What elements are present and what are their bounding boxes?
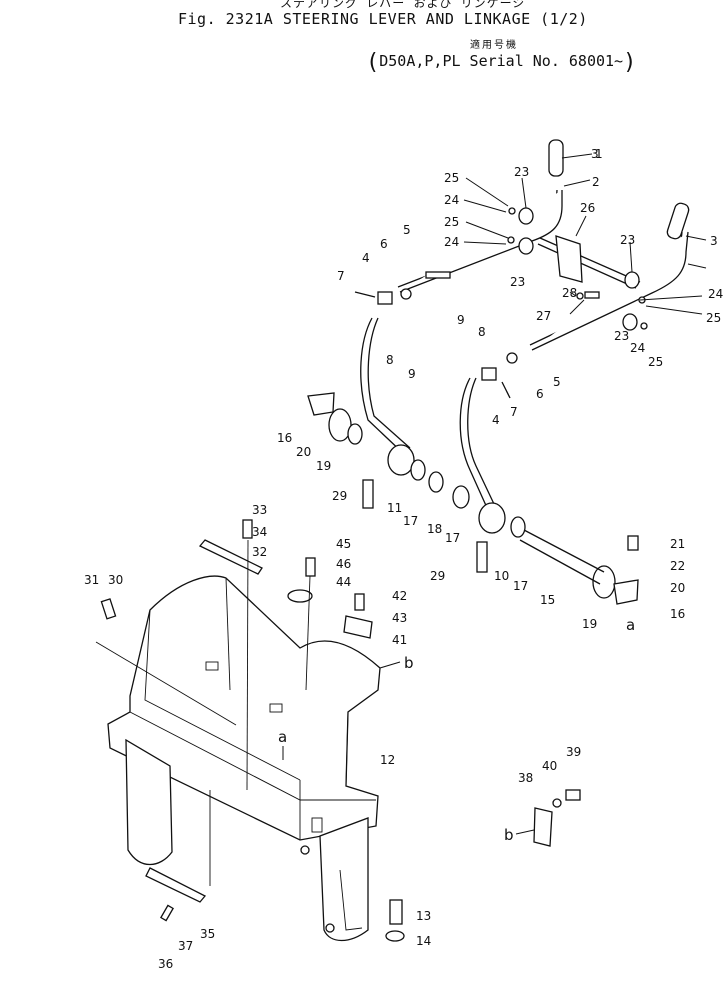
- callout: 28: [562, 286, 577, 300]
- callout: 25: [444, 171, 459, 185]
- callout: 17: [403, 514, 418, 528]
- callout: 43: [392, 611, 407, 625]
- linkage-rods: [307, 271, 639, 605]
- japanese-applicability-label: 適用号機: [470, 40, 518, 51]
- callout: 22: [670, 559, 685, 573]
- callout: 25: [648, 355, 663, 369]
- callout: 3: [591, 147, 599, 161]
- callout: 24: [630, 341, 645, 355]
- callout: 24: [444, 235, 459, 249]
- callout: 30: [108, 573, 123, 587]
- callout: 11: [387, 501, 402, 515]
- callout: 33: [252, 503, 267, 517]
- reference-letter: b: [504, 826, 514, 844]
- callout: 25: [444, 215, 459, 229]
- callout: 6: [380, 237, 388, 251]
- callout: 41: [392, 633, 407, 647]
- callout: 4: [362, 251, 370, 265]
- callout: 21: [670, 537, 685, 551]
- callout: 37: [178, 939, 193, 953]
- callout: 45: [336, 537, 351, 551]
- callout: 2: [592, 175, 600, 189]
- callout: 7: [510, 405, 518, 419]
- callout: 1: [595, 147, 603, 161]
- callout: 32: [252, 545, 267, 559]
- callout: 23: [614, 329, 629, 343]
- callout: 12: [380, 753, 395, 767]
- reference-letter: a: [278, 728, 287, 746]
- callout: 16: [670, 607, 685, 621]
- callout: 5: [403, 223, 411, 237]
- applicability-note: (D50A,P,PL Serial No. 68001~): [366, 50, 637, 75]
- callout: 14: [416, 934, 431, 948]
- callout: 13: [416, 909, 431, 923]
- callout: 9: [408, 367, 416, 381]
- callout: 19: [582, 617, 597, 631]
- callout-labels: 1 2 3 3 4 4 5 5 6 6 7 7 8 8 9 9 10 11 12…: [84, 147, 723, 971]
- callout: 23: [514, 165, 529, 179]
- callout: 34: [252, 525, 267, 539]
- callout: 35: [200, 927, 215, 941]
- callout: 36: [158, 957, 173, 971]
- callout-leaders: [463, 153, 707, 315]
- callout: 38: [518, 771, 533, 785]
- callout: 25: [706, 311, 721, 325]
- callout: 15: [540, 593, 555, 607]
- callout: 3: [710, 234, 718, 248]
- callout: 26: [580, 201, 595, 215]
- callout: 20: [670, 581, 685, 595]
- callout: 39: [566, 745, 581, 759]
- japanese-title: ステアリング レバー および リンケージ: [280, 0, 526, 10]
- frame-bracket: [107, 575, 381, 942]
- callout: 17: [513, 579, 528, 593]
- callout: 40: [542, 759, 557, 773]
- figure-title: Fig. 2321A STEERING LEVER AND LINKAGE (1…: [178, 10, 588, 28]
- reference-letter: a: [626, 616, 635, 634]
- callout: 6: [536, 387, 544, 401]
- callout: 5: [553, 375, 561, 389]
- callout: 9: [457, 313, 465, 327]
- callout: 7: [337, 269, 345, 283]
- callout: 8: [386, 353, 394, 367]
- callout: 16: [277, 431, 292, 445]
- callout: 24: [444, 193, 459, 207]
- callout: 46: [336, 557, 351, 571]
- callout: 19: [316, 459, 331, 473]
- callout: 29: [332, 489, 347, 503]
- plates-and-fasteners: [95, 519, 581, 942]
- callout: 17: [445, 531, 460, 545]
- reference-letters: a a b b: [278, 616, 635, 844]
- callout: 8: [478, 325, 486, 339]
- callout: 20: [296, 445, 311, 459]
- callout: 10: [494, 569, 509, 583]
- steering-lever-assembly: [397, 139, 690, 351]
- applicability-text: D50A,P,PL Serial No. 68001~: [379, 52, 624, 70]
- callout: 4: [492, 413, 500, 427]
- callout: 23: [620, 233, 635, 247]
- callout: 24: [708, 287, 723, 301]
- callout: 23: [510, 275, 525, 289]
- reference-letter: b: [404, 654, 414, 672]
- callout: 42: [392, 589, 407, 603]
- callout: 44: [336, 575, 351, 589]
- callout: 31: [84, 573, 99, 587]
- callout: 27: [536, 309, 551, 323]
- callout: 18: [427, 522, 442, 536]
- callout: 29: [430, 569, 445, 583]
